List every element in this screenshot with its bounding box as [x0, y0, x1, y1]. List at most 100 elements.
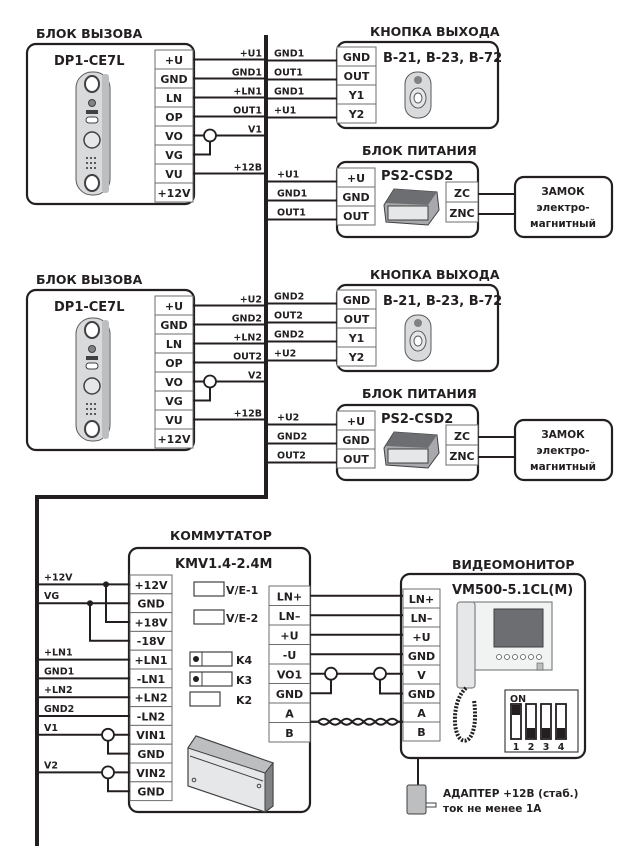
jumper-k3 — [189, 671, 233, 687]
wire-label: GND1 — [277, 189, 307, 200]
jumper-label: V/E-1 — [226, 584, 258, 597]
coax-shield-icon — [373, 666, 387, 681]
switch-left-terminal-label: +LN1 — [134, 654, 167, 667]
wire-label: V1 — [44, 723, 58, 734]
call-panel-1-terminal-cell — [154, 182, 194, 203]
call-panel-2-terminal-label: +U — [165, 300, 183, 313]
call-panel-2-terminal-label: VO — [165, 376, 183, 389]
switch-right-terminal-cell — [268, 722, 311, 743]
monitor-model: VM500-5.1CL(M) — [452, 583, 573, 598]
wire-label: +U1 — [277, 170, 299, 181]
power-supply-1-device-icon — [383, 188, 440, 226]
main-bus-line — [35, 35, 268, 846]
power-supply-1-terminal-cell — [336, 205, 376, 226]
switch-left-terminal-label: +18V — [134, 616, 168, 629]
adapter-line-1: АДАПТЕР +12В (стаб.) — [443, 788, 578, 800]
jumper-wire-neg18v — [89, 603, 130, 642]
switch-right-terminal-label: A — [285, 708, 294, 721]
coax-shield-wire — [107, 740, 130, 755]
power-supply-2-out-terminal-cell — [445, 444, 479, 466]
power-supply-1-out-terminal-label: ZNC — [449, 207, 474, 220]
call-panel-1-terminal-label: +12V — [157, 187, 191, 200]
power-supply-1-out-terminal-cell — [445, 201, 479, 223]
wire-label: OUT1 — [274, 68, 303, 79]
exit-button-2-terminal-cell — [336, 346, 377, 367]
lock-2-line-1: ЗАМОК — [541, 429, 585, 441]
power-supply-2-device-icon — [383, 431, 440, 469]
dip-switch-knob — [557, 728, 565, 738]
switch-left-terminal-label: -LN1 — [137, 673, 165, 686]
coax-shield-wire — [193, 387, 211, 402]
dip-switch-1 — [510, 703, 522, 740]
power-supply-2-terminal-cell — [336, 448, 376, 469]
call-panel-1-terminal-label: GND — [160, 73, 187, 86]
wire-label: OUT2 — [274, 311, 303, 322]
dip-switch-number: 1 — [513, 742, 520, 753]
power-supply-1-model: PS2-CSD2 — [381, 169, 453, 184]
switch-left-terminal-label: +LN2 — [134, 692, 167, 705]
monitor-terminal-label: V — [417, 669, 426, 682]
adapter-plug-icon — [426, 802, 437, 808]
switch-left-terminal-label: -LN2 — [137, 710, 165, 723]
coax-shield-icon — [101, 727, 115, 742]
call-panel-2-terminal-label: GND — [160, 319, 187, 332]
lock-1-line-3: магнитный — [530, 218, 596, 230]
monitor-device-icon — [452, 601, 553, 743]
call-panel-2-title: БЛОК ВЫЗОВА — [36, 272, 143, 287]
exit-button-1-title: КНОПКА ВЫХОДА — [370, 24, 500, 39]
call-panel-2-terminal-label: +12V — [157, 433, 191, 446]
power-supply-2-terminal-label: +U — [347, 415, 365, 428]
power-supply-2-title: БЛОК ПИТАНИЯ — [362, 386, 477, 401]
switch-device-icon — [187, 735, 274, 813]
switch-right-terminal-label: +U — [280, 630, 298, 643]
monitor-terminal-label: LN– — [411, 612, 433, 625]
dip-switch-number: 2 — [528, 742, 535, 753]
wire-label: +U2 — [277, 413, 299, 424]
call-panel-1-model: DP1-CE7L — [54, 54, 125, 69]
wire-label: +U1 — [274, 106, 296, 117]
power-supply-1-out-terminal-label: ZC — [454, 187, 470, 200]
jumper-label: K3 — [236, 674, 252, 687]
power-supply-2-terminal-label: OUT — [343, 453, 369, 466]
wire-label: +LN1 — [44, 648, 73, 659]
wire-label: V1 — [248, 125, 262, 136]
monitor-title: ВИДЕОМОНИТОР — [452, 557, 575, 572]
lock-2-box — [513, 418, 614, 482]
switch-right-terminal-label: GND — [276, 688, 303, 701]
exit-button-1-terminal-label: Y2 — [348, 108, 365, 121]
power-supply-1-terminal-label: OUT — [343, 210, 369, 223]
dip-on-label: ON — [510, 694, 526, 705]
power-supply-2-terminal-label: GND — [342, 434, 369, 447]
wire-label: +LN2 — [233, 333, 262, 344]
wire-label: VG — [44, 591, 59, 602]
coax-shield-wire — [310, 679, 332, 695]
exit-button-2-terminal-label: GND — [343, 294, 370, 307]
jumper-ve2 — [193, 609, 225, 625]
wire-label: GND2 — [44, 704, 74, 715]
lock-2-line-2: электро- — [536, 445, 589, 457]
call-panel-1-terminal-label: VG — [165, 149, 183, 162]
adapter-icon — [406, 784, 427, 815]
call-panel-1-terminal-label: VU — [165, 168, 182, 181]
call-panel-2-terminal-label: VG — [165, 395, 183, 408]
coax-shield-icon — [101, 765, 115, 780]
switch-right-terminal-label: LN– — [279, 610, 301, 623]
power-supply-2-model: PS2-CSD2 — [381, 412, 453, 427]
call-panel-2-terminal-label: LN — [166, 338, 182, 351]
jumper-k2 — [189, 691, 221, 707]
switch-left-terminal-label: -18V — [137, 635, 166, 648]
jumper-label: V/E-2 — [226, 612, 258, 625]
coax-shield-icon — [324, 666, 338, 681]
wire-label: +U1 — [240, 49, 262, 60]
power-supply-1-title: БЛОК ПИТАНИЯ — [362, 143, 477, 158]
lock-2-line-3: магнитный — [530, 461, 596, 473]
monitor-terminal-label: GND — [408, 688, 435, 701]
dip-switch-number: 4 — [558, 742, 565, 753]
wire-label: +12V — [44, 572, 73, 583]
jumper-label: K2 — [236, 694, 252, 707]
